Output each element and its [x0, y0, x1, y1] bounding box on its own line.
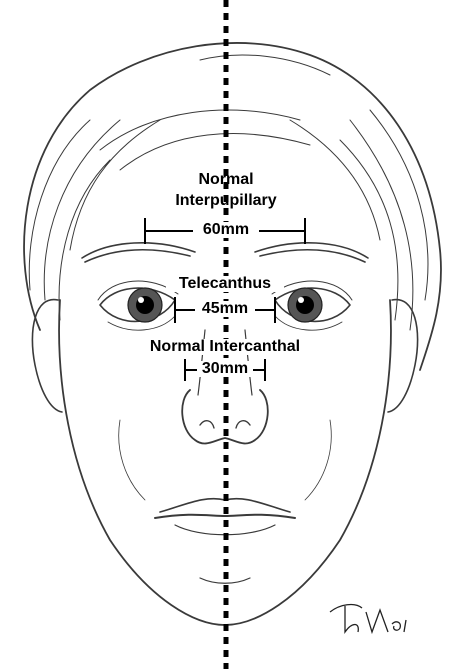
interpupillary-value: 60mm [193, 222, 259, 238]
hair-strands-left [28, 119, 161, 321]
nasolabial-right [304, 419, 332, 501]
left-eyebrow [81, 242, 196, 263]
left-eye-highlight [138, 297, 144, 303]
intercanthal-value: 30mm [197, 361, 253, 377]
hair-strands-right [289, 109, 429, 331]
left-eye-bag [107, 315, 176, 331]
interpupillary-title-line2: Interpupillary [175, 192, 277, 209]
right-eye-highlight [298, 297, 304, 303]
artist-signature [329, 603, 407, 635]
left-ear [31, 298, 63, 413]
chin-crease [199, 577, 251, 584]
nasolabial-left [118, 419, 146, 501]
intercanthal-title: Normal Intercanthal [133, 339, 317, 355]
telecanthus-value: 45mm [195, 301, 255, 317]
right-ear [387, 298, 419, 413]
nose-base [181, 389, 269, 445]
interpupillary-title-line1: Normal [198, 171, 254, 188]
right-eye-bag [274, 315, 343, 331]
nostrils [199, 420, 251, 429]
hair-top [99, 54, 331, 171]
right-eyebrow [254, 242, 369, 263]
hair-outline [23, 42, 442, 371]
lip-line [154, 513, 296, 519]
telecanthus-title: Telecanthus [166, 276, 284, 292]
